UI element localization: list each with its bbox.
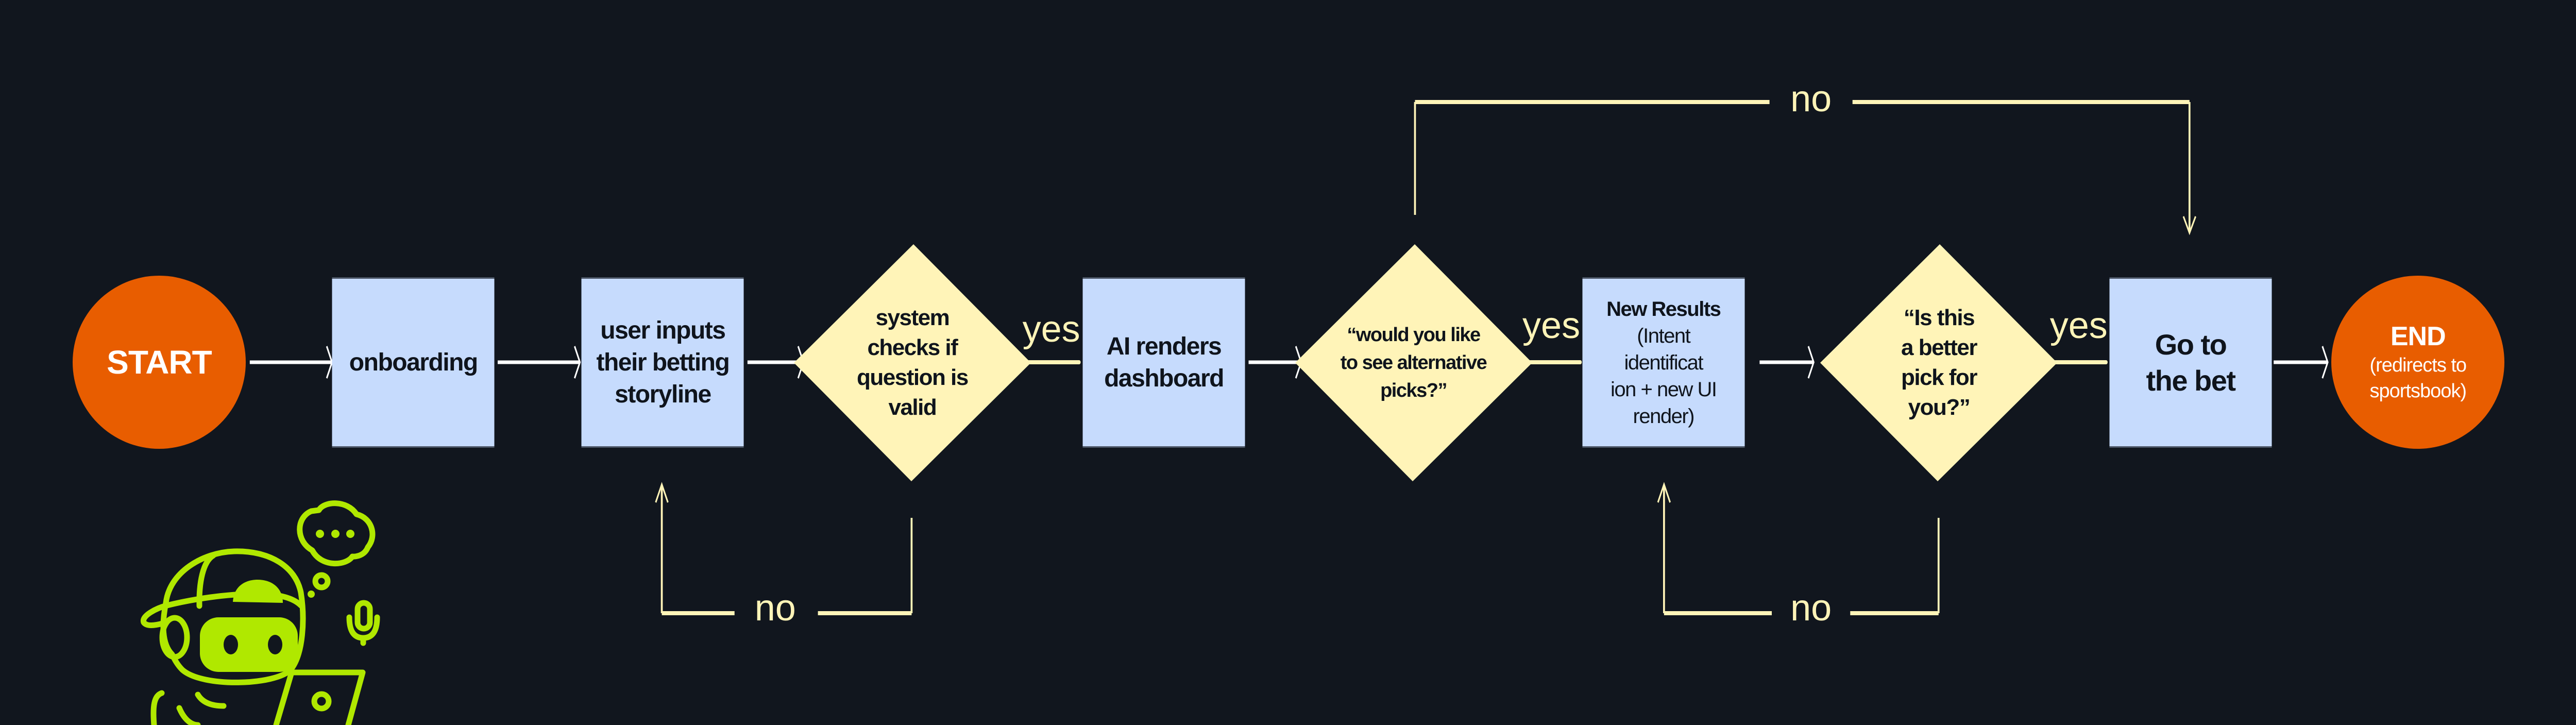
robot-head-outline [160, 548, 306, 685]
arrow-start-to-onboarding [249, 346, 333, 379]
alternatives-decision: “would you like to see alternative picks… [1295, 244, 1532, 481]
alternatives-label: “would you like to see alternative picks… [1340, 324, 1487, 401]
cap-button [232, 580, 283, 603]
onboarding-label: onboarding [349, 348, 478, 376]
microphone-icon [354, 600, 373, 632]
start-label: START [107, 344, 212, 381]
ai-render-label: AI renders dashboard [1104, 332, 1224, 392]
alternatives-yes-label: yes [1522, 305, 1581, 346]
validate-label: system checks if question is valid [857, 305, 969, 420]
thought-bubble-icon [312, 572, 331, 591]
new-results-title: New Results [1606, 297, 1721, 321]
diamond-shape [1820, 244, 2058, 481]
arrow-onboarding-to-user-input [498, 346, 581, 379]
laptop-icon [273, 669, 366, 725]
validate-yes-label: yes [1022, 309, 1080, 350]
thought-cloud-icon [297, 500, 376, 567]
go-to-bet-label: Go to the bet [2146, 328, 2236, 397]
go-to-bet-box: Go to the bet [2109, 277, 2272, 448]
no-loop-better-pick [1657, 482, 1940, 615]
onboarding-box: onboarding [332, 277, 495, 448]
arrow-go-to-bet-to-end [2274, 346, 2329, 379]
ai-render-box: AI renders dashboard [1082, 277, 1245, 448]
user-input-label: user inputs their betting storyline [596, 316, 730, 408]
better-pick-label: “Is this a better pick for you?” [1901, 305, 1977, 420]
better-pick-yes-label: yes [2049, 305, 2108, 346]
arrow-new-results-to-better-pick [1759, 346, 1815, 379]
user-input-box: user inputs their betting storyline [581, 277, 744, 448]
better-pick-no-label: no [1790, 587, 1832, 629]
diamond-shape [1295, 244, 1532, 481]
arrow-ai-render-to-alternatives [1248, 346, 1302, 379]
new-results-box: New Results (Intent identificat ion + ne… [1582, 277, 1745, 448]
validate-decision: system checks if question is valid [793, 244, 1031, 481]
robot-eye [267, 635, 282, 654]
end-detail: (redirects to sportsbook) [2369, 355, 2467, 402]
better-pick-decision: “Is this a better pick for you?” [1820, 244, 2058, 481]
alternatives-no-label: no [1790, 78, 1832, 120]
no-loop-alternatives [1414, 100, 2196, 235]
start-node: START [72, 276, 246, 449]
robot-mascot-with-laptop-icon [140, 500, 380, 725]
validate-no-label: no [754, 587, 796, 629]
end-node: END (redirects to sportsbook) [2331, 276, 2505, 449]
robot-visor [199, 617, 298, 672]
diamond-shape [793, 244, 1031, 481]
end-title: END [2390, 322, 2446, 351]
new-results-detail: (Intent identificat ion + new UI render) [1611, 324, 1717, 428]
robot-eye [223, 635, 238, 654]
no-loop-validate [655, 482, 913, 615]
